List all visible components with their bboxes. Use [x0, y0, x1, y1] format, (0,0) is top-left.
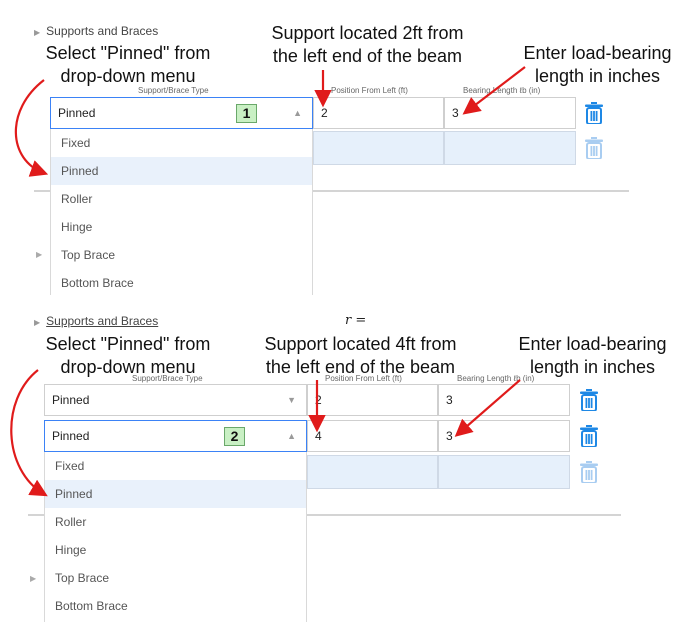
- option-bottom-brace[interactable]: Bottom Brace: [61, 276, 134, 290]
- position-input-empty[interactable]: [307, 455, 438, 489]
- math-label: r =: [345, 313, 367, 328]
- annotation-enter-bearing: Enter load-bearing length in inches: [518, 334, 667, 377]
- bearing-length-input-empty[interactable]: [438, 455, 570, 489]
- position-input-empty[interactable]: [313, 131, 444, 165]
- caret-up-icon: ▲: [293, 108, 302, 118]
- trash-icon-disabled: [585, 137, 603, 159]
- trash-icon-disabled: [580, 461, 598, 483]
- arrow-select-pinned: [14, 79, 49, 177]
- triangle-right-icon: ▶: [36, 250, 43, 259]
- caret-down-icon: ▼: [287, 395, 296, 405]
- trash-icon[interactable]: [585, 102, 603, 124]
- column-header-type: Support/Brace Type: [138, 86, 209, 95]
- position-input[interactable]: 4: [307, 420, 438, 452]
- bearing-length-input-empty[interactable]: [444, 131, 576, 165]
- trash-icon[interactable]: [580, 389, 598, 411]
- support-type-select-active[interactable]: Pinned 2 ▲: [44, 420, 307, 452]
- annotation-select-pinned: Select "Pinned" from drop-down menu: [45, 334, 211, 377]
- divider: [28, 514, 621, 516]
- support-type-dropdown: Fixed Pinned Roller Hinge Top Brace Bott…: [44, 452, 307, 622]
- trash-icon[interactable]: [580, 425, 598, 447]
- column-header-bearing: Bearing Length ℓb (in): [463, 86, 541, 95]
- annotation-support-location: Support located 4ft from the left end of…: [264, 334, 457, 377]
- option-fixed[interactable]: Fixed: [55, 459, 85, 473]
- caret-up-icon: ▲: [287, 431, 296, 441]
- option-top-brace[interactable]: Top Brace: [55, 571, 110, 585]
- option-pinned[interactable]: Pinned: [51, 157, 312, 185]
- option-hinge[interactable]: Hinge: [61, 220, 93, 234]
- position-input[interactable]: 2: [307, 384, 438, 416]
- arrow-enter-bearing: [454, 379, 521, 437]
- column-header-position: Position From Left (ft): [325, 374, 402, 383]
- triangle-right-icon: ▶: [34, 28, 41, 37]
- support-type-dropdown: Fixed Pinned Roller Hinge Top Brace Bott…: [50, 129, 313, 295]
- option-roller[interactable]: Roller: [61, 192, 93, 206]
- annotation-select-pinned: Select "Pinned" from drop-down menu: [45, 43, 211, 86]
- bearing-length-input[interactable]: 3: [438, 384, 570, 416]
- section-supports-braces-top[interactable]: ▶Supports and Braces: [34, 24, 159, 38]
- divider: [34, 190, 629, 192]
- column-header-type: Support/Brace Type: [132, 374, 203, 383]
- option-pinned[interactable]: Pinned: [45, 480, 306, 508]
- option-roller[interactable]: Roller: [55, 515, 87, 529]
- step-badge: 2: [224, 427, 245, 446]
- position-input[interactable]: 2: [313, 97, 444, 129]
- option-top-brace[interactable]: Top Brace: [61, 248, 116, 262]
- step-badge: 1: [236, 104, 257, 123]
- arrow-select-pinned: [10, 369, 48, 497]
- support-type-select[interactable]: Pinned 1 ▲: [50, 97, 313, 129]
- section-supports-braces-bottom[interactable]: ▶Supports and Braces: [34, 314, 159, 328]
- option-hinge[interactable]: Hinge: [55, 543, 87, 557]
- triangle-right-icon: ▶: [34, 318, 41, 327]
- support-type-select[interactable]: Pinned ▼: [44, 384, 307, 416]
- annotation-enter-bearing: Enter load-bearing length in inches: [523, 43, 672, 86]
- triangle-right-icon: ▶: [30, 574, 37, 583]
- column-header-position: Position From Left (ft): [331, 86, 408, 95]
- column-header-bearing: Bearing Length ℓb (in): [457, 374, 535, 383]
- annotation-support-location: Support located 2ft from the left end of…: [271, 23, 464, 66]
- option-bottom-brace[interactable]: Bottom Brace: [55, 599, 128, 613]
- option-fixed[interactable]: Fixed: [61, 136, 91, 150]
- arrow-enter-bearing: [462, 66, 526, 115]
